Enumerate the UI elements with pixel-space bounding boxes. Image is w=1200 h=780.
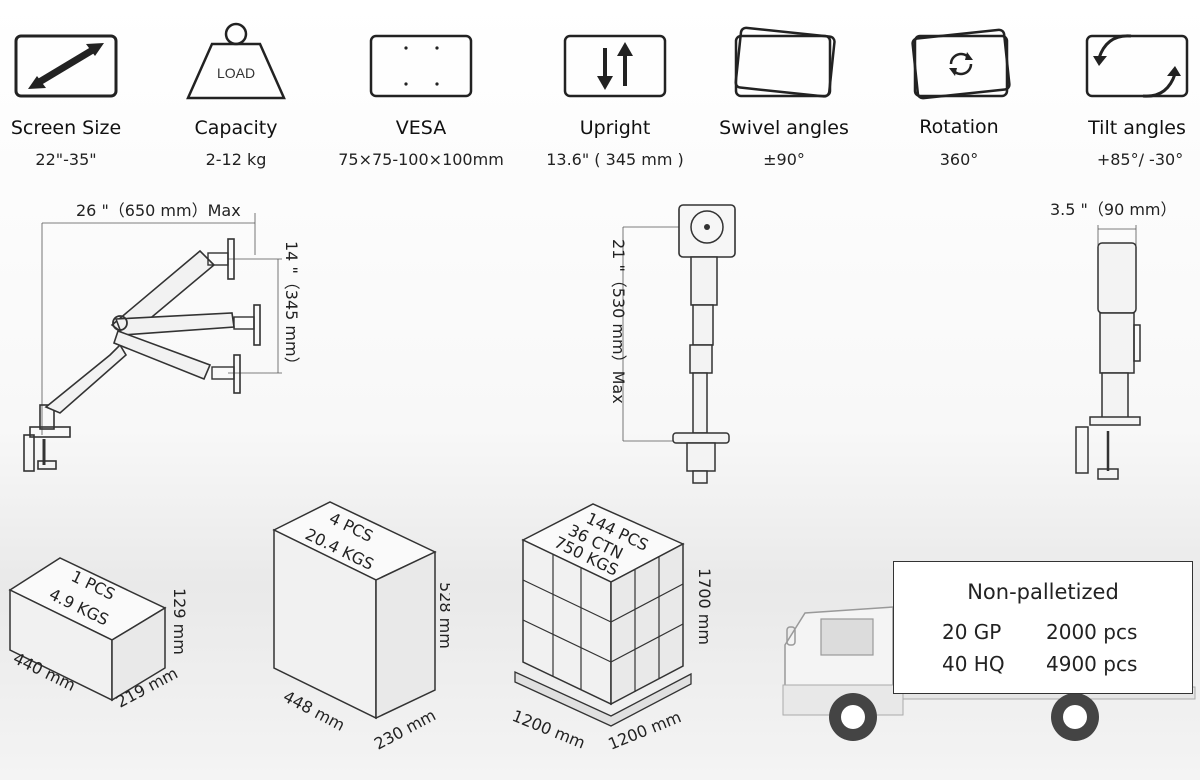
arm-depth-view-diagram: 3.5 "（90 mm）	[1050, 200, 1177, 480]
tilt-icon	[1085, 34, 1189, 98]
carton-diagram: 4 PCS 20.4 KGS 448 mm 230 mm 528 mm	[272, 501, 450, 754]
shipping-amount-40hq: 4900 pcs	[1046, 652, 1138, 676]
load-icon-text: LOAD	[217, 65, 255, 81]
shipping-container-20gp: 20 GP	[942, 620, 1002, 644]
shipping-title: Non-palletized	[967, 580, 1119, 604]
spec-label-capacity: Capacity	[194, 117, 278, 139]
pallet-length: 1200 mm	[510, 706, 588, 752]
arm-height-dimension: 14 "（345 mm）	[282, 241, 301, 373]
pallet-height: 1700 mm	[695, 568, 714, 645]
shipping-amount-20gp: 2000 pcs	[1046, 620, 1138, 644]
spec-value-capacity: 2-12 kg	[205, 150, 267, 169]
single-box-height: 129 mm	[170, 588, 189, 655]
vesa-icon	[369, 34, 473, 98]
reach-dimension: 26 "（650 mm）Max	[76, 201, 241, 220]
spec-label-swivel: Swivel angles	[719, 117, 849, 139]
spec-label-upright: Upright	[579, 117, 651, 139]
arm-side-view-diagram: 26 "（650 mm）Max 14 "（345 mm）	[23, 201, 301, 472]
arm-front-view-diagram: 21 "（530 mm）Max	[609, 204, 736, 484]
swivel-icon	[734, 26, 836, 98]
spec-value-screen-size: 22"-35"	[35, 150, 97, 169]
shipping-info-box: Non-palletized 20 GP 2000 pcs 40 HQ 4900…	[893, 561, 1193, 694]
spec-label-tilt: Tilt angles	[1088, 117, 1186, 139]
single-box-diagram: 1 PCS 4.9 KGS 440 mm 219 mm 129 mm	[8, 557, 189, 712]
spec-value-swivel: ±90°	[763, 150, 805, 169]
spec-label-screen-size: Screen Size	[10, 117, 122, 139]
rotation-icon	[911, 28, 1011, 100]
shipping-container-40hq: 40 HQ	[942, 652, 1005, 676]
depth-dimension: 3.5 "（90 mm）	[1050, 200, 1177, 219]
spec-label-vesa: VESA	[395, 117, 447, 139]
load-weight-icon: LOAD	[186, 22, 286, 100]
spec-label-rotation: Rotation	[919, 116, 999, 138]
screen-size-icon	[14, 34, 118, 98]
carton-height: 528 mm	[436, 582, 450, 649]
upright-icon	[563, 34, 667, 98]
spec-value-tilt: +85°/ -30°	[1096, 150, 1184, 169]
spec-value-vesa: 75×75-100×100mm	[338, 150, 504, 169]
pole-height-dimension: 21 "（530 mm）Max	[609, 239, 628, 404]
pallet-diagram: 144 PCS 36 CTN 750 KGS 1200 mm 1200 mm 1…	[510, 503, 714, 754]
spec-value-upright: 13.6" ( 345 mm )	[546, 150, 684, 169]
spec-value-rotation: 360°	[939, 150, 979, 169]
